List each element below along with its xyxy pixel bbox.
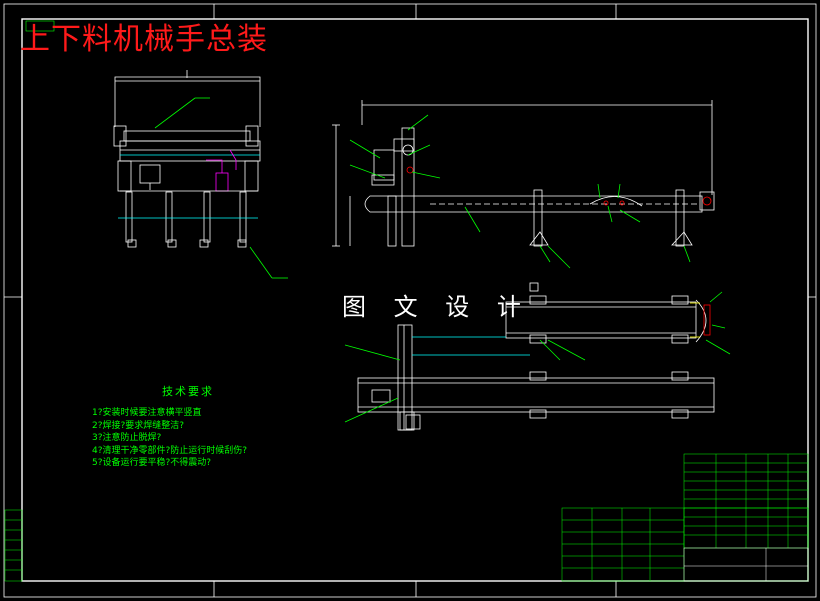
- plan-view: [344, 282, 731, 431]
- tech-requirements-heading: 技术要求: [162, 385, 214, 398]
- tech-requirement-item: 5?设备运行要平稳?不得震动?: [92, 458, 212, 468]
- watermark-text: 图 文 设 计: [342, 293, 531, 321]
- front-view: [113, 70, 288, 279]
- side-view: [332, 100, 715, 269]
- tech-requirement-item: 3?注意防止脱焊?: [92, 433, 162, 443]
- tech-requirements-list: 1?安装时候要注意横平竖直 2?焊接?要求焊缝整洁? 3?注意防止脱焊? 4?清…: [92, 407, 247, 470]
- drawing-title: 上下料机械手总装: [20, 22, 268, 57]
- left-margin-block: [4, 509, 23, 582]
- zone-ticks: [4, 4, 816, 597]
- drawing-code-box: [25, 20, 55, 32]
- title-block: [561, 453, 809, 582]
- tech-requirement-item: 1?安装时候要注意横平竖直: [92, 408, 202, 418]
- outer-frame: [3, 3, 817, 598]
- tech-requirement-item: 4?清理干净零部件?防止运行时候刮伤?: [92, 445, 248, 456]
- tech-requirement-item: 2?焊接?要求焊缝整洁?: [92, 420, 185, 431]
- inner-frame: [21, 18, 809, 582]
